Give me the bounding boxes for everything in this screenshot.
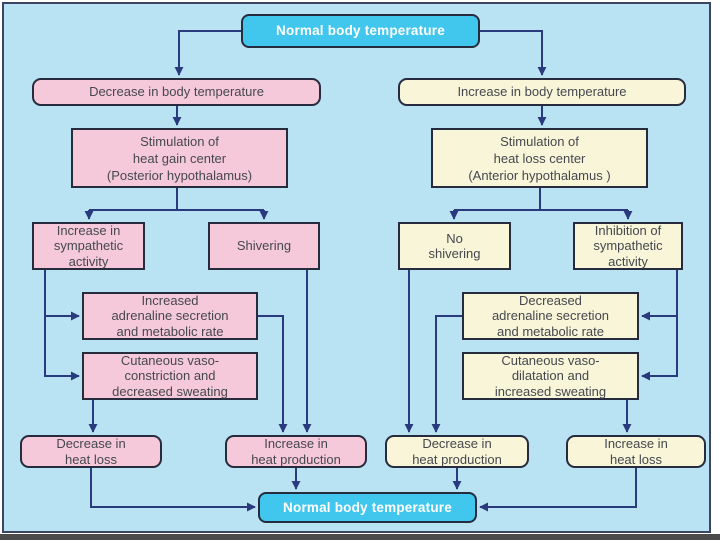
node-vasodilatation: Cutaneous vaso- dilatation and increased… bbox=[462, 352, 639, 400]
arrow-symp-inh-to-vaso-dil bbox=[641, 316, 678, 381]
arrow-symp-inh-to-adr-dec bbox=[641, 270, 678, 321]
node-heat-loss-center: Stimulation of heat loss center (Anterio… bbox=[431, 128, 648, 188]
arrow-adr-inc-to-inc-heat-prod bbox=[258, 315, 288, 433]
node-no-shivering: No shivering bbox=[398, 222, 511, 270]
node-sympathetic-inhibition: Inhibition of sympathetic activity bbox=[573, 222, 683, 270]
line-heat-loss-split bbox=[454, 188, 628, 211]
node-increase-body-temp: Increase in body temperature bbox=[398, 78, 686, 106]
arrow-inc-heat-loss-to-bottom bbox=[479, 468, 637, 512]
node-decrease-body-temp: Decrease in body temperature bbox=[32, 78, 321, 106]
node-heat-gain-center: Stimulation of heat gain center (Posteri… bbox=[71, 128, 288, 188]
arrow-dec-heat-loss-to-bottom bbox=[90, 468, 256, 512]
arrow-top-to-inc-temp bbox=[479, 30, 547, 76]
node-normal-temp-bottom: Normal body temperature bbox=[258, 492, 477, 523]
node-normal-temp-top: Normal body temperature bbox=[241, 14, 480, 48]
arrow-symp-inc-to-adr-inc bbox=[44, 270, 80, 321]
line-heat-gain-split bbox=[89, 188, 264, 211]
node-vasoconstriction: Cutaneous vaso- constriction and decreas… bbox=[82, 352, 258, 400]
arrow-adr-dec-to-dec-heat-prod bbox=[431, 315, 462, 433]
bottom-edge-bar bbox=[0, 534, 720, 540]
node-decrease-heat-loss: Decrease in heat loss bbox=[20, 435, 162, 468]
node-increased-adrenaline: Increased adrenaline secretion and metab… bbox=[82, 292, 258, 340]
node-decrease-heat-production: Decrease in heat production bbox=[385, 435, 529, 468]
node-increase-heat-production: Increase in heat production bbox=[225, 435, 367, 468]
arrow-top-to-dec-temp bbox=[174, 30, 241, 76]
arrow-symp-inc-to-vaso-con bbox=[44, 316, 80, 381]
node-shivering: Shivering bbox=[208, 222, 320, 270]
node-decreased-adrenaline: Decreased adrenaline secretion and metab… bbox=[462, 292, 639, 340]
node-sympathetic-increase: Increase in sympathetic activity bbox=[32, 222, 145, 270]
node-increase-heat-loss: Increase in heat loss bbox=[566, 435, 706, 468]
